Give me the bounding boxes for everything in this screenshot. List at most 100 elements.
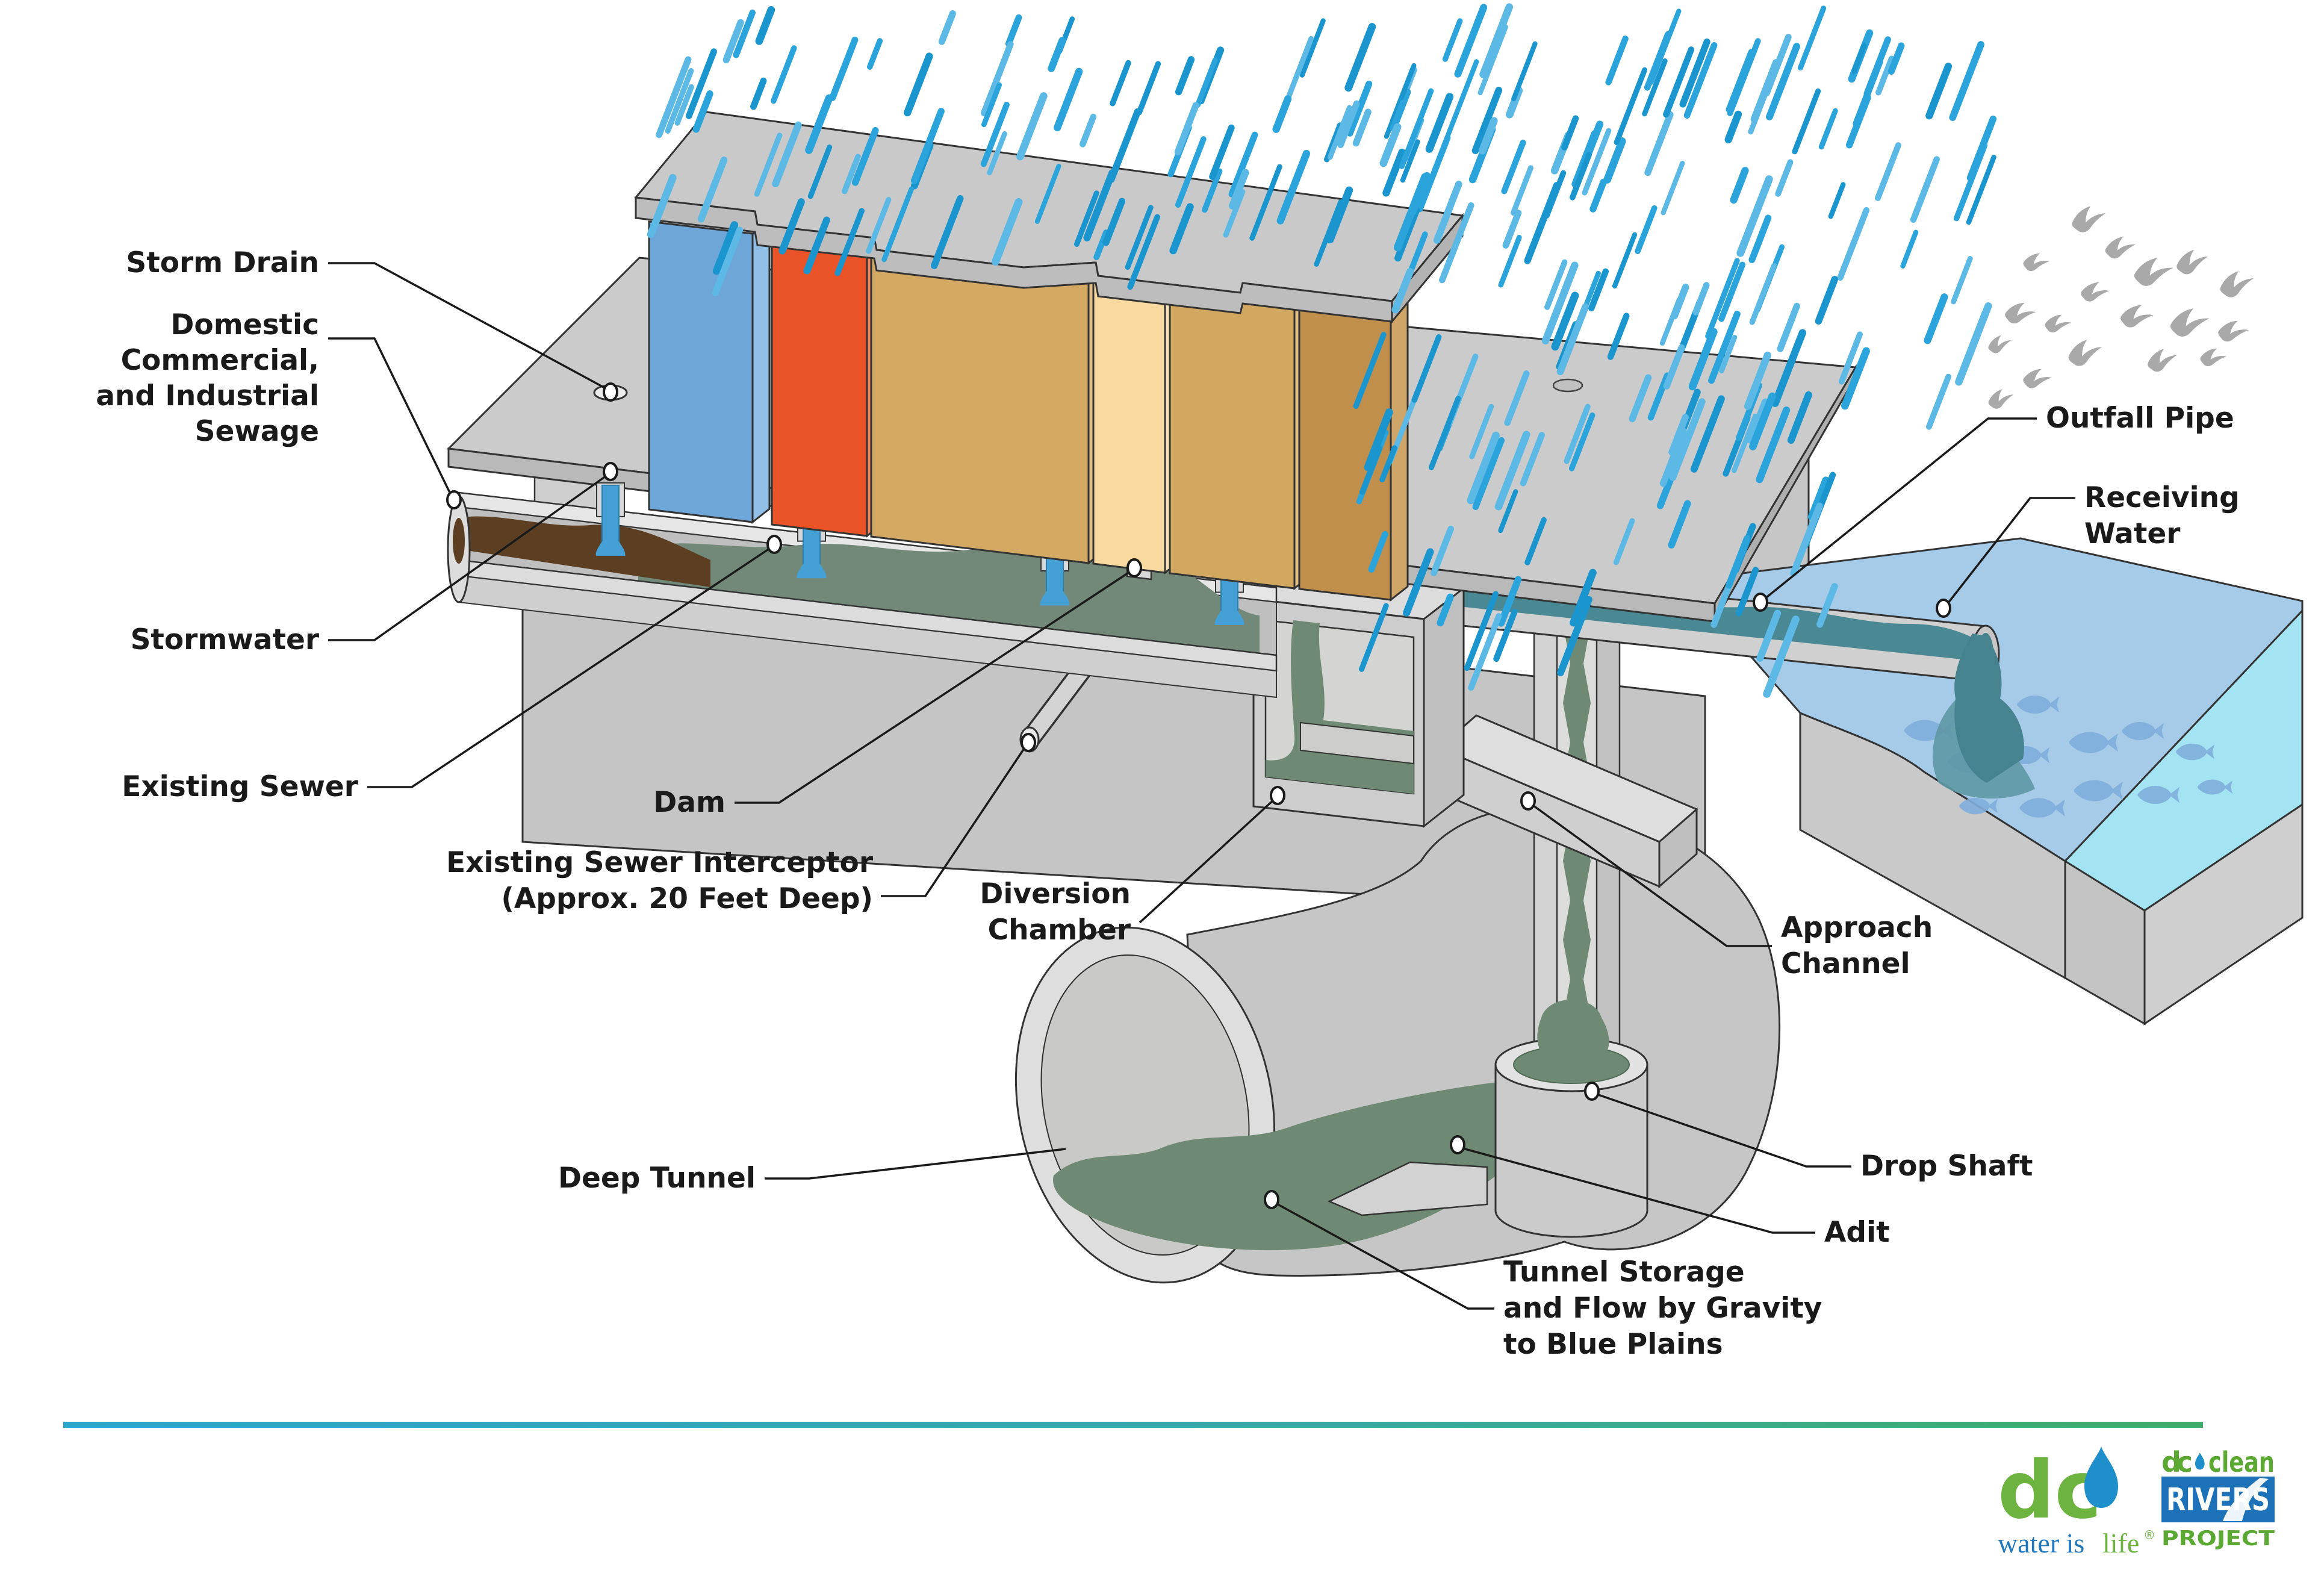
callout-storm-drain: Storm Drain <box>126 246 618 402</box>
leader-marker <box>1264 1190 1279 1209</box>
rain-drop <box>1730 167 1749 204</box>
rain-drop <box>1127 214 1160 290</box>
rain-drop <box>1775 159 1794 197</box>
rain-drop <box>981 82 1002 128</box>
leader-line <box>1945 497 2075 607</box>
rain-drop <box>1588 268 1609 312</box>
cleanrivers-rivers: RIVERS <box>2166 1482 2270 1518</box>
bird-icon <box>2069 204 2108 234</box>
rain-drop <box>1471 87 1503 154</box>
rain-drop <box>829 36 859 101</box>
rain-drop <box>750 77 767 110</box>
callout-label-receiving-water: Receiving <box>2084 481 2240 514</box>
rain-drop <box>930 195 964 269</box>
rain-drop <box>1467 431 1500 505</box>
bird-icon <box>1986 334 2013 355</box>
bird-icon <box>2004 301 2037 325</box>
rain-drop <box>1433 181 1462 244</box>
leader-line <box>1530 803 1772 947</box>
rain-drop <box>1110 60 1131 107</box>
rain-drop <box>1469 403 1494 459</box>
rain-drop <box>1642 58 1668 117</box>
rain-drop <box>1679 38 1710 108</box>
rain-drop <box>1272 95 1292 133</box>
rain-drop <box>1719 334 1738 374</box>
rain-drop <box>938 10 956 45</box>
rain-drop <box>1493 609 1518 662</box>
leader-marker <box>1936 599 1951 618</box>
rain-drop <box>1083 169 1116 241</box>
rain-drop <box>1556 303 1589 376</box>
rain-drop <box>1707 310 1741 384</box>
adit-passage <box>1327 1161 1488 1216</box>
bird-flock <box>1986 204 2257 410</box>
rain-drop <box>1093 229 1110 261</box>
rain-drop <box>1520 432 1546 487</box>
rain-drop <box>1690 395 1725 473</box>
rain-drop <box>1557 596 1592 676</box>
callout-label-tunnel-storage: Tunnel Storage <box>1503 1256 1745 1289</box>
rain-drop <box>1080 113 1097 148</box>
callout-label-domestic-sewage: Sewage <box>195 415 319 448</box>
callout-label-sewer-interceptor: Existing Sewer Interceptor <box>446 846 874 879</box>
rain-drop <box>1468 613 1502 691</box>
callout-label-deep-tunnel: Deep Tunnel <box>558 1162 756 1195</box>
shaft-cylinder <box>1494 1063 1648 1238</box>
rain-drop <box>1561 115 1579 151</box>
bird-icon <box>2066 337 2105 368</box>
rain-drop <box>1169 203 1194 255</box>
rain-drop <box>1174 102 1199 155</box>
leader-marker <box>603 462 618 481</box>
rain-drop <box>1669 398 1706 481</box>
rain-drop <box>1828 182 1846 219</box>
rain-drop <box>1382 148 1406 197</box>
bird-icon <box>2044 313 2072 334</box>
rain-drop <box>1668 414 1689 456</box>
leader-line <box>765 1148 1066 1180</box>
rain-drop <box>1048 37 1066 72</box>
rain-drop <box>1726 535 1751 589</box>
bird-icon <box>2104 235 2137 260</box>
rain-drop <box>1102 198 1126 246</box>
stormwater-splash <box>1214 610 1244 625</box>
rain-drop <box>1498 234 1522 288</box>
callout-label-approach-channel: Approach <box>1781 911 1933 944</box>
sewer-channel-group <box>447 491 1278 699</box>
rain-drop <box>1612 232 1638 289</box>
callout-label-drop-shaft: Drop Shaft <box>1860 1150 2033 1183</box>
rain-drop <box>1504 370 1530 426</box>
rain-drop <box>1656 472 1676 509</box>
callout-deep-tunnel: Deep Tunnel <box>558 1148 1066 1195</box>
leader-marker <box>766 535 782 554</box>
rain-drop <box>1744 351 1771 410</box>
rain-drop <box>1498 489 1518 534</box>
rain-drop <box>722 19 744 64</box>
rain-drop <box>1763 615 1800 698</box>
rain-drop <box>1352 108 1372 147</box>
leader-line <box>1139 797 1276 924</box>
rain-drop <box>1837 207 1870 281</box>
rain-drop <box>1390 99 1405 131</box>
dc-clean-rivers-logo: dc clean RIVERS PROJECT <box>2161 1446 2275 1551</box>
rain-drop <box>1444 59 1479 140</box>
rain-drop <box>1749 392 1776 450</box>
leader-line <box>881 746 1027 897</box>
rain-drop <box>712 226 744 296</box>
stormwater-splash <box>1040 591 1070 606</box>
dcwater-tagline-life: life <box>2102 1528 2139 1558</box>
rain-drop <box>712 221 739 275</box>
leader-marker <box>446 490 462 509</box>
rain-drop <box>1582 128 1612 196</box>
rain-drop <box>1951 255 1973 305</box>
rain-drop <box>1073 190 1099 247</box>
rain-drop <box>1603 137 1626 184</box>
rain-drop <box>1346 80 1373 137</box>
dcwater-wordmark: dc <box>1998 1444 2102 1537</box>
rain-drop <box>1765 43 1801 120</box>
rain-drop <box>1790 502 1823 577</box>
rain-drop <box>778 198 805 255</box>
